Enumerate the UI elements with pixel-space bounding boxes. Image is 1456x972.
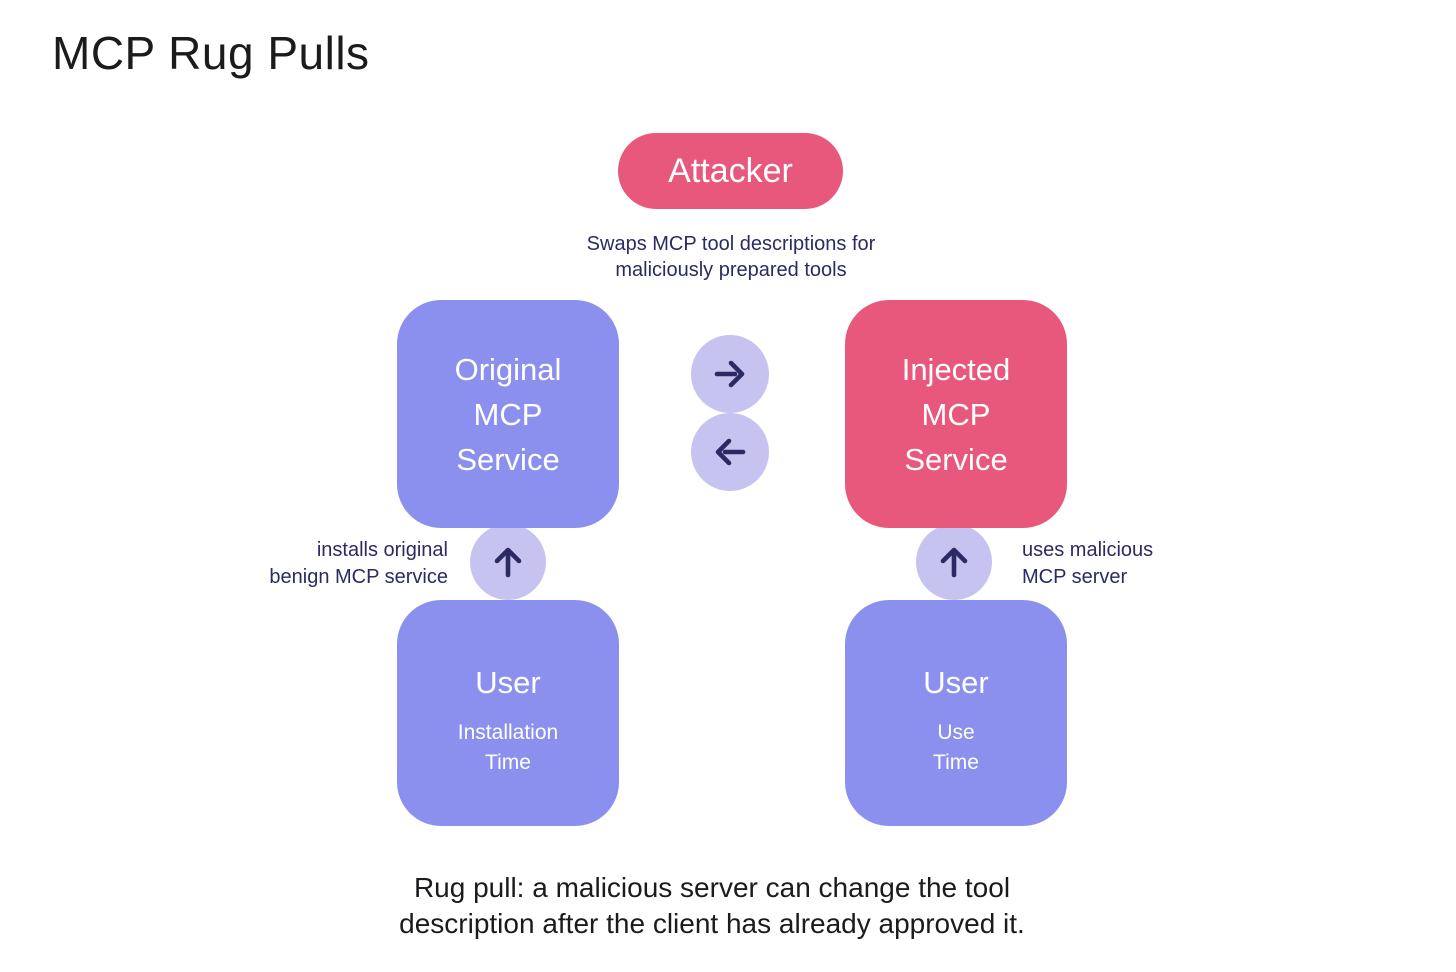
- user-label: User: [475, 665, 541, 700]
- user-label: User: [923, 665, 989, 700]
- use-time-label: Use Time: [933, 718, 979, 778]
- injected-mcp-service-node: Injected MCP Service: [845, 300, 1067, 528]
- original-service-line2: MCP: [473, 396, 543, 432]
- left-arrow-icon: [715, 438, 746, 466]
- user-installation-node: User Installation Time: [397, 600, 619, 826]
- uses-arrow-node: [916, 524, 992, 600]
- caption-line1: Rug pull: a malicious server can change …: [413, 872, 1011, 903]
- installation-time-line2: Time: [485, 751, 531, 774]
- up-arrow-icon: [494, 547, 522, 578]
- uses-annotation-line1: uses malicious: [1022, 539, 1154, 561]
- swap-to-injected-node: [691, 335, 769, 413]
- installs-annotation-line2: benign MCP service: [269, 566, 448, 588]
- installs-annotation-line1: installs original: [316, 539, 448, 561]
- swap-to-original-node: [691, 413, 769, 491]
- injected-service-line3: Service: [904, 441, 1008, 477]
- original-service-line3: Service: [456, 441, 560, 477]
- uses-annotation: uses malicious MCP server: [1022, 537, 1153, 591]
- installation-time-line1: Installation: [457, 721, 559, 744]
- use-time-line2: Time: [933, 751, 979, 774]
- attacker-note-line2: maliciously prepared tools: [615, 259, 847, 281]
- caption-line2: description after the client has already…: [399, 908, 1025, 939]
- use-time-line1: Use: [937, 721, 975, 744]
- original-service-line1: Original: [454, 351, 562, 387]
- uses-annotation-line2: MCP server: [1022, 566, 1128, 588]
- injected-service-line1: Injected: [901, 351, 1011, 387]
- installs-arrow-node: [470, 524, 546, 600]
- diagram-caption: Rug pull: a malicious server can change …: [0, 870, 1424, 942]
- page-title: MCP Rug Pulls: [52, 27, 370, 79]
- attacker-node: Attacker: [618, 133, 843, 209]
- right-arrow-icon: [714, 360, 745, 388]
- attacker-note: Swaps MCP tool descriptions for maliciou…: [518, 231, 944, 283]
- installation-time-label: Installation Time: [458, 718, 558, 778]
- user-use-node: User Use Time: [845, 600, 1067, 826]
- injected-service-line2: MCP: [921, 396, 991, 432]
- attacker-note-line1: Swaps MCP tool descriptions for: [586, 233, 876, 255]
- original-mcp-service-node: Original MCP Service: [397, 300, 619, 528]
- up-arrow-icon: [940, 547, 968, 578]
- installs-annotation: installs original benign MCP service: [269, 537, 448, 591]
- attacker-label: Attacker: [668, 151, 793, 190]
